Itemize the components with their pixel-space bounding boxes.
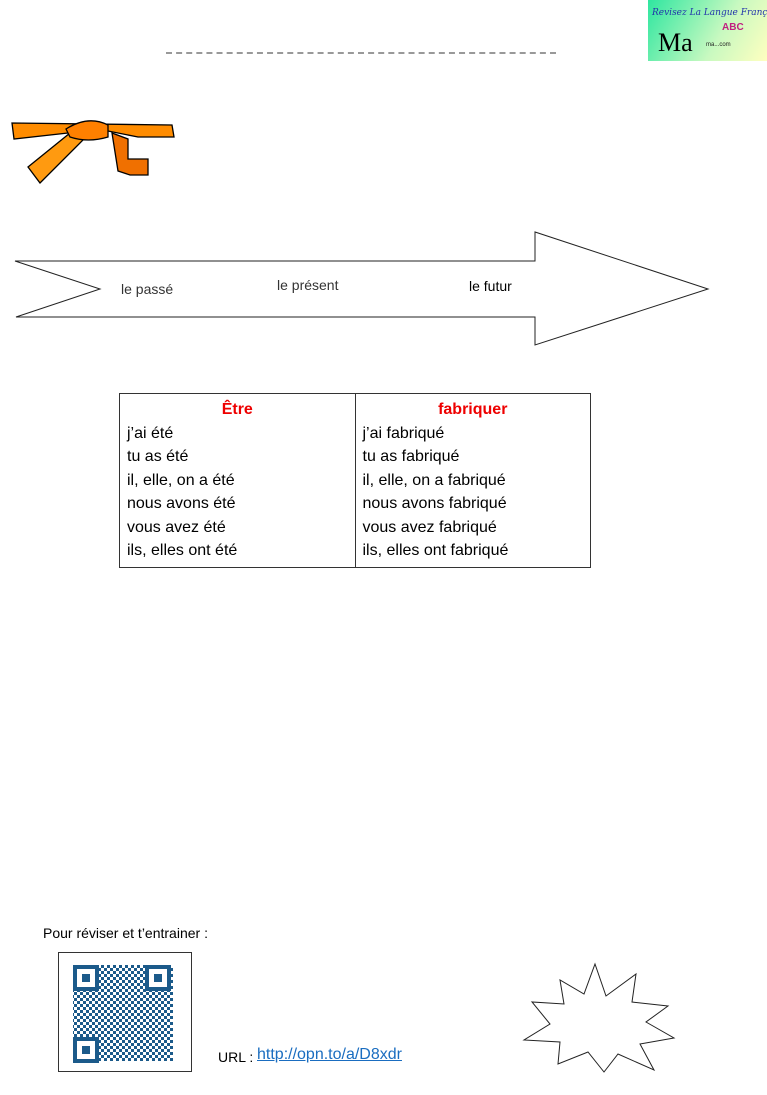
- logo-site: ma...com: [706, 42, 731, 48]
- name-line: [166, 52, 556, 54]
- starburst-shape: [522, 962, 676, 1073]
- site-logo: Revisez La Langue Française Ma ABC ma...…: [648, 0, 767, 61]
- column-fabriquer: fabriquer j’ai fabriqué tu as fabriqué i…: [354, 393, 591, 568]
- row: nous avons fabriqué: [362, 495, 507, 512]
- label-present: le présent: [277, 277, 339, 293]
- row: vous avez fabriqué: [362, 518, 497, 536]
- row: ils, elles ont été: [127, 542, 238, 559]
- row: il, elle, on a été: [127, 471, 235, 489]
- header-etre: Être: [221, 401, 253, 418]
- revise-label: Pour réviser et t’entrainer :: [43, 925, 208, 941]
- url-link[interactable]: http://opn.to/a/D8xdr: [257, 1046, 402, 1063]
- label-future: le futur: [469, 278, 512, 294]
- qr-code-icon: [73, 965, 173, 1063]
- header-fabriquer: fabriquer: [438, 401, 508, 418]
- logo-title: Revisez La Langue Française: [652, 8, 767, 18]
- logo-abc: ABC: [722, 22, 744, 33]
- row: vous avez été: [127, 518, 226, 536]
- row: j’ai été: [127, 424, 174, 442]
- qr-code[interactable]: [58, 952, 192, 1072]
- conjugation-table: Être j’ai été tu as été il, elle, on a é…: [119, 393, 591, 568]
- logo-mark: Ma: [658, 28, 693, 57]
- label-past: le passé: [121, 281, 174, 297]
- orange-belt-icon: [11, 120, 175, 184]
- row: tu as fabriqué: [362, 448, 460, 465]
- timeline-arrow: [14, 231, 710, 346]
- row: j’ai fabriqué: [362, 424, 445, 442]
- row: ils, elles ont fabriqué: [362, 542, 509, 559]
- row: il, elle, on a fabriqué: [362, 471, 506, 489]
- row: tu as été: [127, 448, 189, 465]
- url-label: URL :: [218, 1049, 254, 1065]
- column-etre: Être j’ai été tu as été il, elle, on a é…: [119, 393, 356, 568]
- row: nous avons été: [127, 495, 236, 512]
